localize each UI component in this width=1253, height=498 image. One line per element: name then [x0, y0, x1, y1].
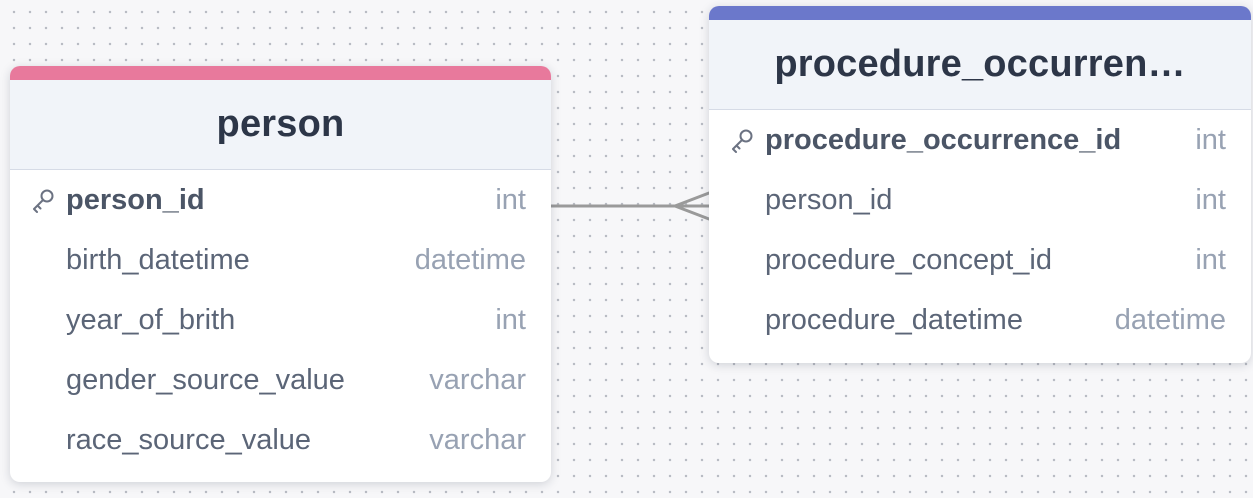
- column-row-birth-datetime[interactable]: birth_datetime datetime: [10, 230, 551, 290]
- column-name: birth_datetime: [66, 243, 250, 276]
- column-type: varchar: [429, 363, 526, 396]
- column-name: person_id: [765, 183, 893, 216]
- column-type: datetime: [414, 243, 526, 276]
- column-type: int: [1195, 183, 1226, 216]
- column-row-person-id[interactable]: person_id int: [709, 170, 1251, 230]
- column-name: year_of_brith: [66, 303, 236, 336]
- person-table-accent-bar: [10, 66, 551, 80]
- column-type: int: [1195, 243, 1226, 276]
- key-icon: [33, 189, 54, 213]
- column-row-procedure-occurrence-id[interactable]: procedure_occurrence_id int: [709, 110, 1251, 170]
- column-type: int: [495, 303, 526, 336]
- column-name: person_id: [66, 183, 205, 216]
- column-row-race-source-value[interactable]: race_source_value varchar: [10, 410, 551, 470]
- column-row-person-id[interactable]: person_id int: [10, 170, 551, 230]
- column-row-gender-source-value[interactable]: gender_source_value varchar: [10, 350, 551, 410]
- person-table-header[interactable]: person: [10, 80, 551, 170]
- column-name: procedure_concept_id: [765, 243, 1052, 276]
- procedure-occurrence-table[interactable]: procedure_occurren… procedure_occurrence…: [709, 6, 1251, 363]
- column-type: varchar: [429, 423, 526, 456]
- column-name: procedure_datetime: [765, 303, 1023, 336]
- person-table-title: person: [216, 103, 345, 145]
- crowfoot-lower-prong: [673, 204, 711, 221]
- key-icon: [732, 129, 753, 153]
- person-table[interactable]: person person_id int birth_datetime date…: [10, 66, 551, 482]
- column-type: int: [1195, 123, 1226, 156]
- column-type: int: [495, 183, 526, 216]
- column-row-procedure-concept-id[interactable]: procedure_concept_id int: [709, 230, 1251, 290]
- column-type: datetime: [1114, 303, 1226, 336]
- column-row-year-of-brith[interactable]: year_of_brith int: [10, 290, 551, 350]
- column-name: procedure_occurrence_id: [765, 123, 1122, 156]
- procedure-table-title: procedure_occurren…: [774, 43, 1186, 85]
- person-table-columns: person_id int birth_datetime datetime ye…: [10, 170, 551, 470]
- column-name: race_source_value: [66, 423, 312, 456]
- crowfoot-upper-prong: [673, 191, 711, 208]
- procedure-table-accent-bar: [709, 6, 1251, 20]
- procedure-table-header[interactable]: procedure_occurren…: [709, 20, 1251, 110]
- column-row-procedure-datetime[interactable]: procedure_datetime datetime: [709, 290, 1251, 350]
- procedure-table-columns: procedure_occurrence_id int person_id in…: [709, 110, 1251, 350]
- column-name: gender_source_value: [66, 363, 345, 396]
